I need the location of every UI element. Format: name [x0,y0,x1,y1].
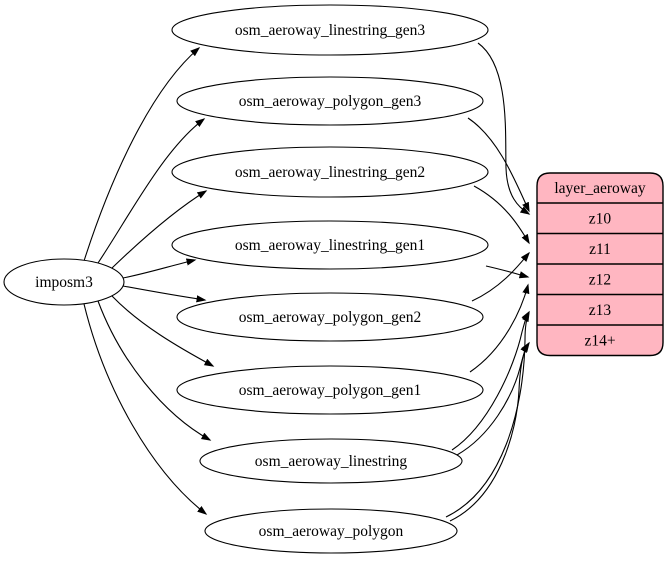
linestring-label: osm_aeroway_linestring [255,453,408,470]
linestring-gen3-label: osm_aeroway_linestring_gen3 [235,22,426,39]
polygon-label: osm_aeroway_polygon [259,523,404,540]
edge-imposm3-to-polygon-gen2 [122,285,207,303]
layer-row-z12: z12 [589,272,611,289]
imposm3-label: imposm3 [35,274,93,291]
linestring-gen1-ellipse [171,220,489,270]
edge-polygon-to-z13 [445,311,530,518]
node-polygon-gen3: osm_aeroway_polygon_gen3 [176,76,484,126]
linestring-gen2-label: osm_aeroway_linestring_gen2 [235,164,425,181]
edges-from-source [83,47,215,515]
node-polygon-gen2: osm_aeroway_polygon_gen2 [176,292,484,342]
edge-linestring-gen2-to-z11 [473,185,530,245]
node-linestring-gen3: osm_aeroway_linestring_gen3 [171,4,489,56]
polygon-gen3-label: osm_aeroway_polygon_gen3 [239,93,422,110]
node-polygon: osm_aeroway_polygon [204,508,458,554]
node-polygon-gen1: osm_aeroway_polygon_gen1 [176,365,484,415]
linestring-gen3-ellipse [171,4,489,56]
node-linestring-gen1: osm_aeroway_linestring_gen1 [171,220,489,270]
edge-linestring-gen1-to-z12 [485,265,530,279]
edge-imposm3-to-polygon [83,303,208,515]
linestring-gen1-label: osm_aeroway_linestring_gen1 [235,237,425,254]
polygon-gen1-label: osm_aeroway_polygon_gen1 [239,382,422,399]
layer-row-z11: z11 [589,241,611,258]
table-nodes: osm_aeroway_linestring_gen3 osm_aeroway_… [171,4,489,554]
polygon-gen2-ellipse [176,292,484,342]
edge-polygon-gen2-to-z11 [471,251,530,302]
node-layer-aeroway: layer_aeroway z10 z11 z12 z13 z14+ [536,172,664,357]
edge-polygon-gen3-to-z10 [467,117,530,213]
edge-imposm3-to-polygon-gen3 [97,118,206,264]
node-linestring: osm_aeroway_linestring [199,438,463,484]
polygon-gen2-label: osm_aeroway_polygon_gen2 [239,309,422,326]
edge-polygon-gen1-to-z12 [469,283,530,373]
layer-row-z14: z14+ [584,333,615,350]
layer-row-z13: z13 [589,302,612,319]
imposm3-ellipse [3,258,125,306]
edge-imposm3-to-polygon-gen1 [111,295,215,367]
layer-row-z10: z10 [589,211,612,228]
polygon-ellipse [204,508,458,554]
edge-imposm3-to-linestring-gen2 [111,190,208,269]
node-linestring-gen2: osm_aeroway_linestring_gen2 [171,146,489,198]
edge-imposm3-to-linestring-gen1 [122,258,197,279]
polygon-gen3-ellipse [176,76,484,126]
edges-to-layer [445,42,531,522]
linestring-gen2-ellipse [171,146,489,198]
linestring-ellipse [199,438,463,484]
edge-linestring-gen3-to-z10 [477,42,531,215]
edge-imposm3-to-linestring-gen3 [83,47,201,262]
polygon-gen1-ellipse [176,365,484,415]
edge-polygon-to-z14 [449,342,529,522]
layer-header: layer_aeroway [554,180,645,197]
edge-imposm3-to-linestring [97,300,212,441]
node-imposm3: imposm3 [3,258,125,306]
